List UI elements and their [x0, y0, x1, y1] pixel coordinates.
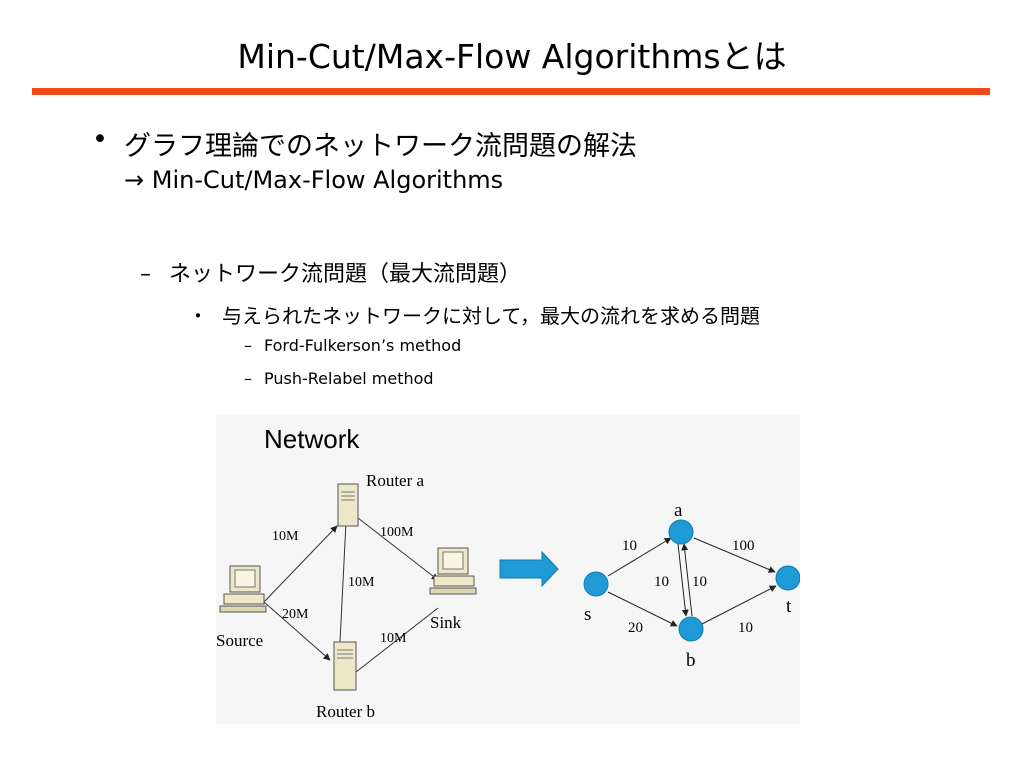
graph-node-a: [668, 519, 694, 545]
graph-edge-label-b-t: 10: [738, 620, 753, 636]
title-divider: [32, 88, 990, 95]
bullet-marker: –: [140, 262, 151, 287]
graph-edge-label-a-t: 100: [732, 538, 755, 554]
graph-edge-s-a: [607, 537, 672, 577]
graph-edge-a-t: [693, 537, 776, 573]
graph-node-t-label: t: [786, 596, 792, 617]
edge-label-source-b: 20M: [282, 607, 309, 622]
edge-label-a-sink: 100M: [380, 525, 414, 540]
graph-edge-label-s-b: 20: [628, 620, 643, 636]
bullet-marker: ・: [188, 304, 208, 328]
transform-arrow-icon: [499, 550, 559, 588]
graph-edge-label-s-a: 10: [622, 538, 637, 554]
bullet-marker: –: [244, 336, 252, 355]
graph-edge-s-b: [607, 591, 678, 627]
edge-source-a: [263, 525, 338, 603]
bullet-level4: –Ford-Fulkerson’s method: [244, 336, 461, 355]
source-label: Source: [216, 631, 263, 650]
graph-node-s: [583, 571, 609, 597]
network-figure: Network Router a Router b: [216, 414, 800, 724]
edge-label-source-a: 10M: [272, 529, 299, 544]
router-b-icon: [333, 641, 357, 691]
router-a-icon: [337, 483, 359, 527]
graph-edge-b-a: [681, 543, 693, 617]
bullet-level3: ・与えられたネットワークに対して，最大の流れを求める問題: [188, 300, 760, 329]
bullet-text: グラフ理論でのネットワーク流問題の解法: [124, 131, 637, 162]
edge-label-a-b: 10M: [348, 575, 375, 590]
bullet-text: Ford-Fulkerson’s method: [264, 336, 462, 355]
graph-edge-a-b: [677, 543, 689, 617]
graph-edge-label-a-b: 10: [654, 574, 669, 590]
sink-computer-icon: [429, 547, 477, 595]
edge-source-b: [263, 601, 331, 661]
slide-title: Min-Cut/Max-Flow Algorithmsとは: [237, 37, 787, 76]
sink-label: Sink: [430, 613, 462, 632]
source-computer-icon: [219, 565, 267, 613]
graph-node-t: [775, 565, 800, 591]
graph-edge-b-t: [701, 585, 777, 625]
graph-node-a-label: a: [674, 500, 683, 521]
network-diagram: Network Router a Router b: [216, 424, 800, 721]
edge-label-b-sink: 10M: [380, 631, 407, 646]
figure-heading: Network: [264, 424, 360, 454]
edge-a-sink: [357, 517, 439, 581]
bullet-marker: –: [244, 369, 252, 388]
graph-node-b-label: b: [686, 650, 696, 671]
bullet-subtext: → Min-Cut/Max-Flow Algorithms: [124, 166, 504, 194]
bullet-text: 与えられたネットワークに対して，最大の流れを求める問題: [222, 304, 760, 328]
bullet-text: ネットワーク流問題（最大流問題）: [169, 262, 522, 287]
router-b-label: Router b: [316, 702, 375, 721]
router-a-label: Router a: [366, 471, 425, 490]
bullet-text: Push-Relabel method: [264, 369, 434, 388]
graph-node-b: [678, 616, 704, 642]
graph-node-s-label: s: [584, 604, 591, 625]
graph-edge-label-b-a: 10: [692, 574, 707, 590]
edge-b-sink: [355, 607, 439, 673]
edge-a-b: [339, 521, 347, 643]
bullet-level2: –ネットワーク流問題（最大流問題）: [140, 256, 521, 288]
bullet-marker: •: [92, 124, 108, 155]
bullet-level4: –Push-Relabel method: [244, 369, 434, 388]
